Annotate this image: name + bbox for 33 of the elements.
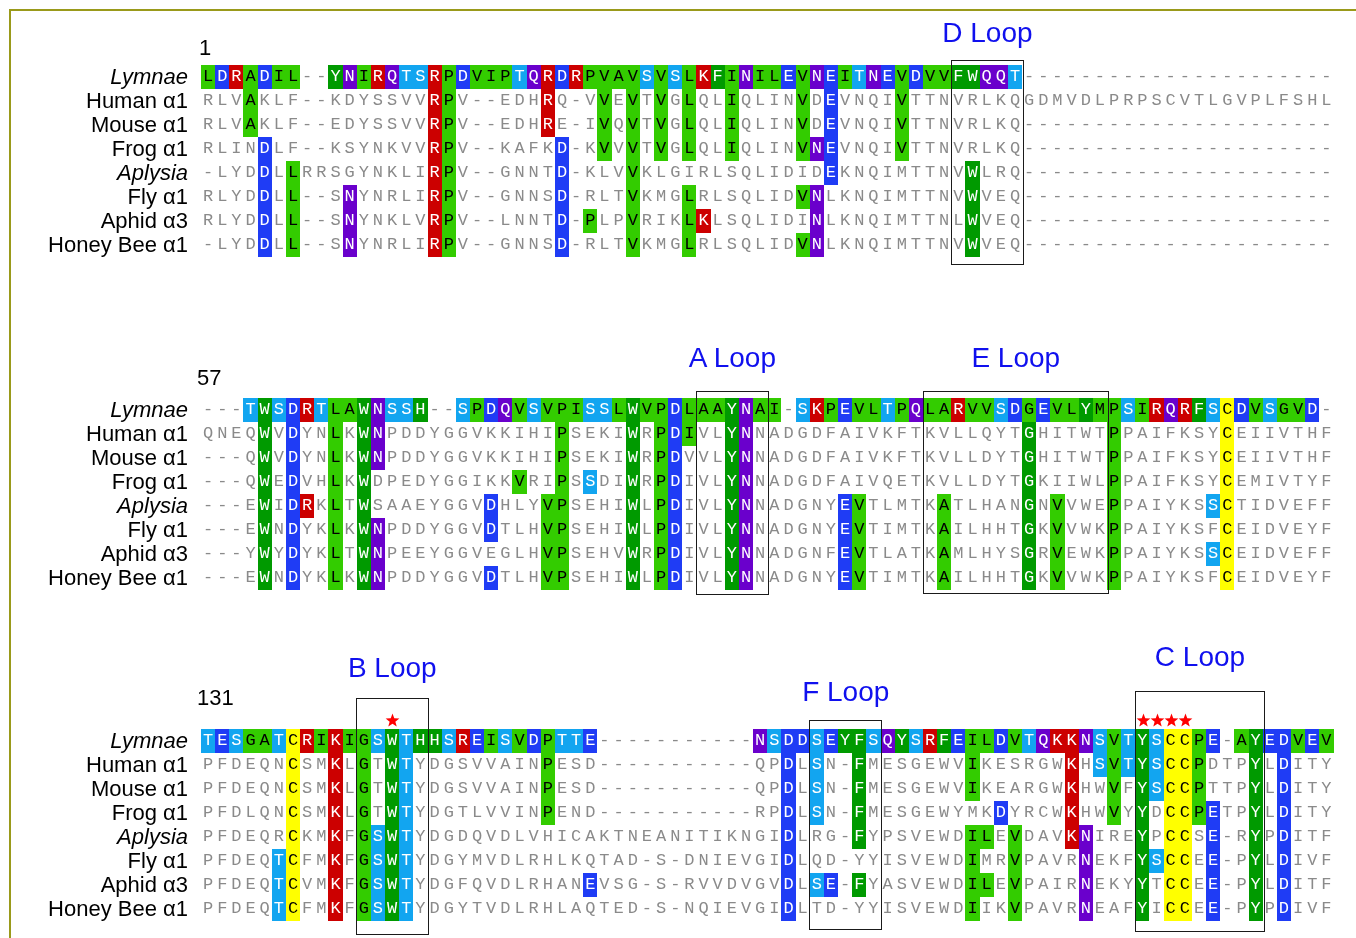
species-label: Honey Bee α1 [48,233,188,257]
species-label: Aphid α3 [100,542,188,566]
species-label: Lymnae [110,398,188,422]
loop-label: F Loop [801,676,891,708]
loop-label: C Loop [1153,641,1247,673]
species-label: Aplysia [117,825,188,849]
species-label: Mouse α1 [90,446,188,470]
species-label: Fly α1 [127,185,188,209]
species-label: Human α1 [86,753,188,777]
species-label: Honey Bee α1 [48,566,188,590]
loop-label: E Loop [970,342,1062,374]
species-label: Lymnae [110,729,188,753]
species-label: Frog α1 [111,137,188,161]
position-number: 131 [197,685,234,711]
species-label: Mouse α1 [90,777,188,801]
species-label: Aphid α3 [100,873,188,897]
loop-label: D Loop [941,17,1034,49]
species-label: Human α1 [86,89,188,113]
species-label: Aphid α3 [100,209,188,233]
species-label: Fly α1 [127,849,188,873]
species-label: Fly α1 [127,518,188,542]
species-label: Aplysia [117,494,188,518]
species-label: Human α1 [86,422,188,446]
species-label: Lymnae [110,65,188,89]
species-label: Honey Bee α1 [48,897,188,921]
loop-label: B Loop [346,652,438,684]
species-label: Frog α1 [111,801,188,825]
loop-label: A Loop [687,342,777,374]
species-label: Frog α1 [111,470,188,494]
position-number: 57 [197,365,222,391]
position-number: 1 [199,35,212,61]
species-label: Mouse α1 [90,113,188,137]
species-label: Aplysia [117,161,188,185]
